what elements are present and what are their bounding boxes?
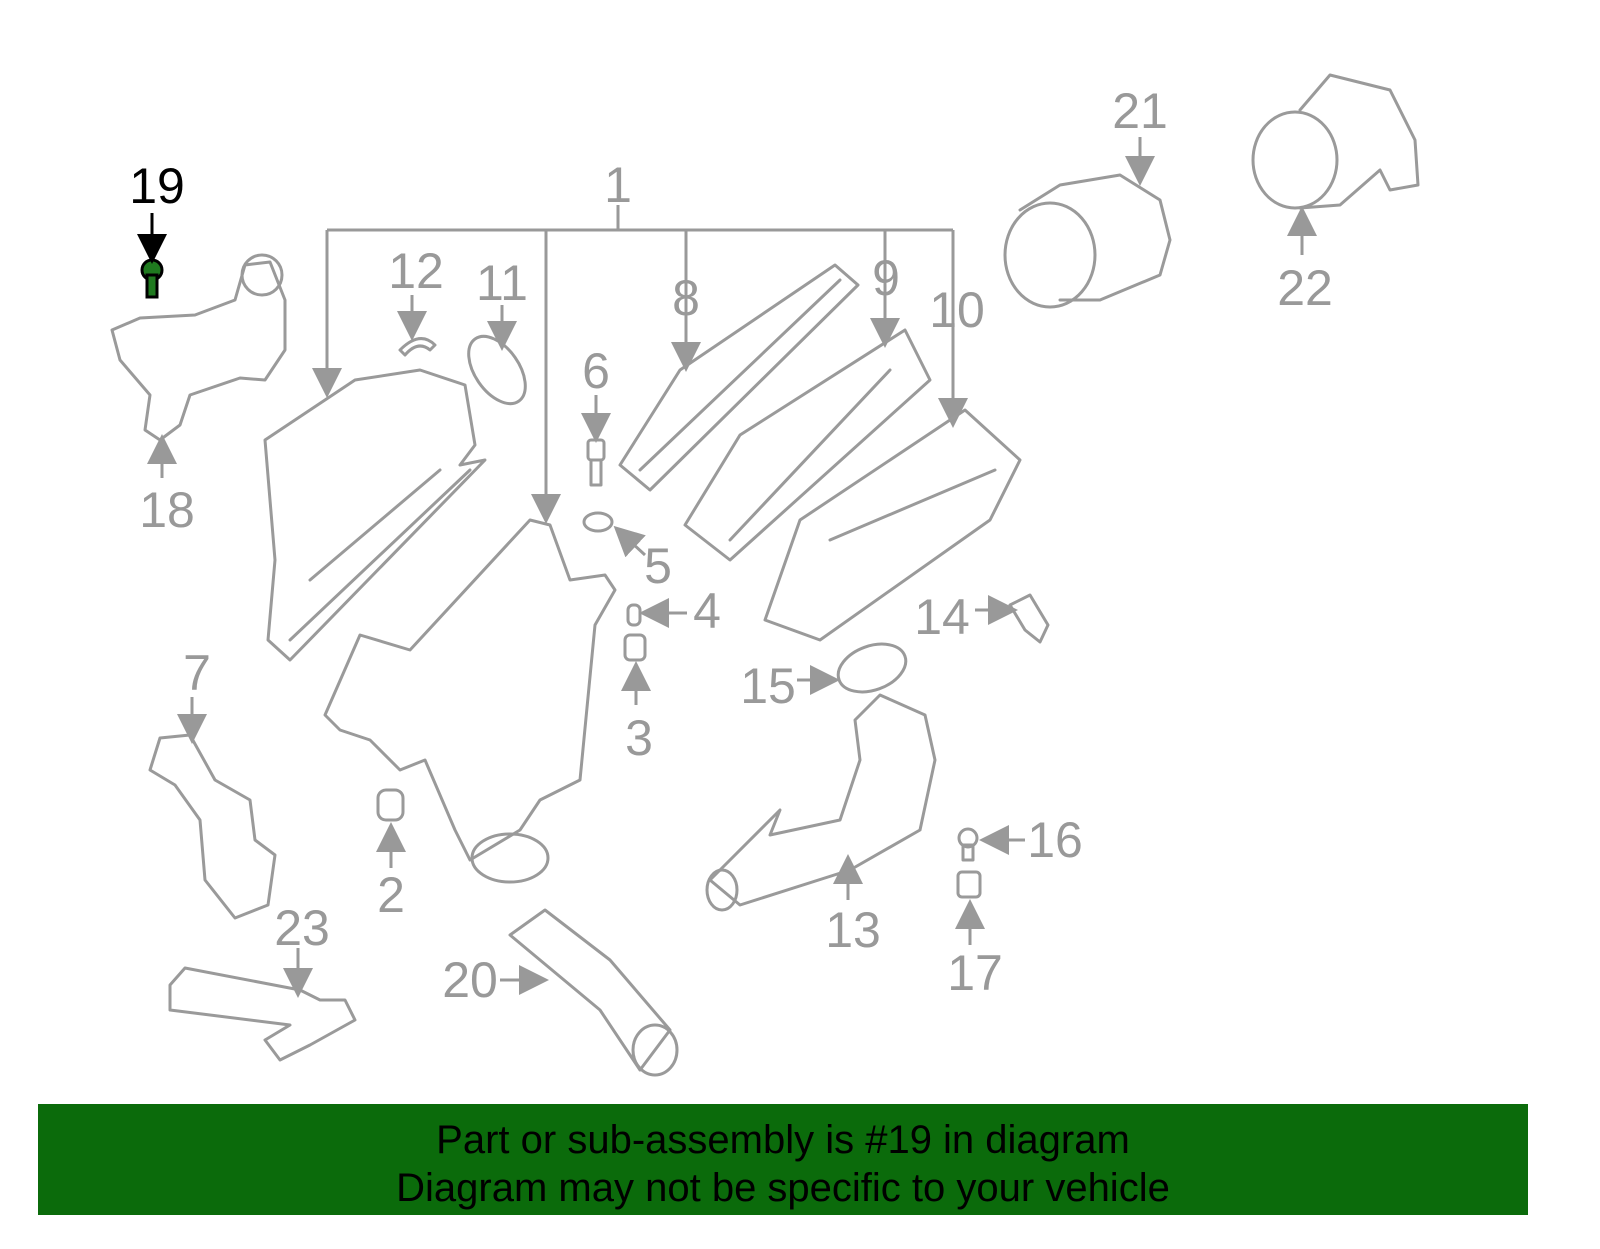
banner-line-2: Diagram may not be specific to your vehi… (396, 1166, 1170, 1210)
part-6-bolt (586, 438, 606, 487)
part-5-washer (582, 511, 614, 533)
part-23-pump (168, 966, 357, 1062)
part-11-gasket (467, 334, 527, 406)
callout-4[interactable]: 4 (693, 583, 721, 639)
part-7-bracket (148, 733, 277, 920)
callout-19[interactable]: 19 (129, 158, 185, 214)
callout-5[interactable]: 5 (644, 538, 672, 594)
banner-line-1: Part or sub-assembly is #19 in diagram (436, 1118, 1130, 1162)
callout-arrows (137, 137, 1317, 998)
part-12-clip (398, 337, 437, 357)
part-17-nut (956, 870, 982, 899)
callout-16[interactable]: 16 (1027, 812, 1083, 868)
callout-6[interactable]: 6 (582, 343, 610, 399)
callout-1[interactable]: 1 (604, 157, 632, 213)
part-13-duct (705, 693, 937, 912)
part-4-pin (626, 603, 642, 627)
callout-17[interactable]: 17 (947, 945, 1003, 1001)
part-8-filter (618, 263, 860, 492)
group-1-bracket (312, 205, 968, 524)
callout-10[interactable]: 10 (929, 282, 985, 338)
callout-9[interactable]: 9 (872, 250, 900, 306)
callout-15[interactable]: 15 (740, 658, 796, 714)
part-2-sleeve (376, 788, 405, 822)
part-21-airflow-meter (1003, 173, 1172, 309)
callout-7[interactable]: 7 (183, 645, 211, 701)
part-3-grommet (623, 633, 647, 662)
part-19-screw[interactable] (140, 258, 164, 299)
part-upper-housing (263, 368, 487, 662)
callout-18[interactable]: 18 (139, 482, 195, 538)
callout-3[interactable]: 3 (625, 710, 653, 766)
part-10-filter-frame (763, 408, 1022, 642)
callout-13[interactable]: 13 (825, 902, 881, 958)
callout-11[interactable]: 11 (476, 255, 528, 311)
part-14-sensor (1008, 593, 1050, 644)
part-20-tube (508, 908, 679, 1077)
part-15-clamp (836, 642, 908, 694)
callout-14[interactable]: 14 (914, 589, 970, 645)
part-16-bolt (957, 827, 979, 862)
callout-2[interactable]: 2 (377, 867, 405, 923)
part-9-filter (683, 328, 932, 562)
callout-12[interactable]: 12 (388, 243, 444, 299)
part-18-reservoir (110, 253, 287, 442)
callout-22[interactable]: 22 (1277, 260, 1333, 316)
part-22-boot (1251, 73, 1420, 210)
callout-21[interactable]: 21 (1112, 83, 1168, 139)
callout-20[interactable]: 20 (442, 952, 498, 1008)
callout-8[interactable]: 8 (672, 270, 700, 326)
info-banner: Part or sub-assembly is #19 in diagram D… (38, 1104, 1528, 1215)
callout-23[interactable]: 23 (274, 900, 330, 956)
part-lower-housing (323, 518, 617, 884)
